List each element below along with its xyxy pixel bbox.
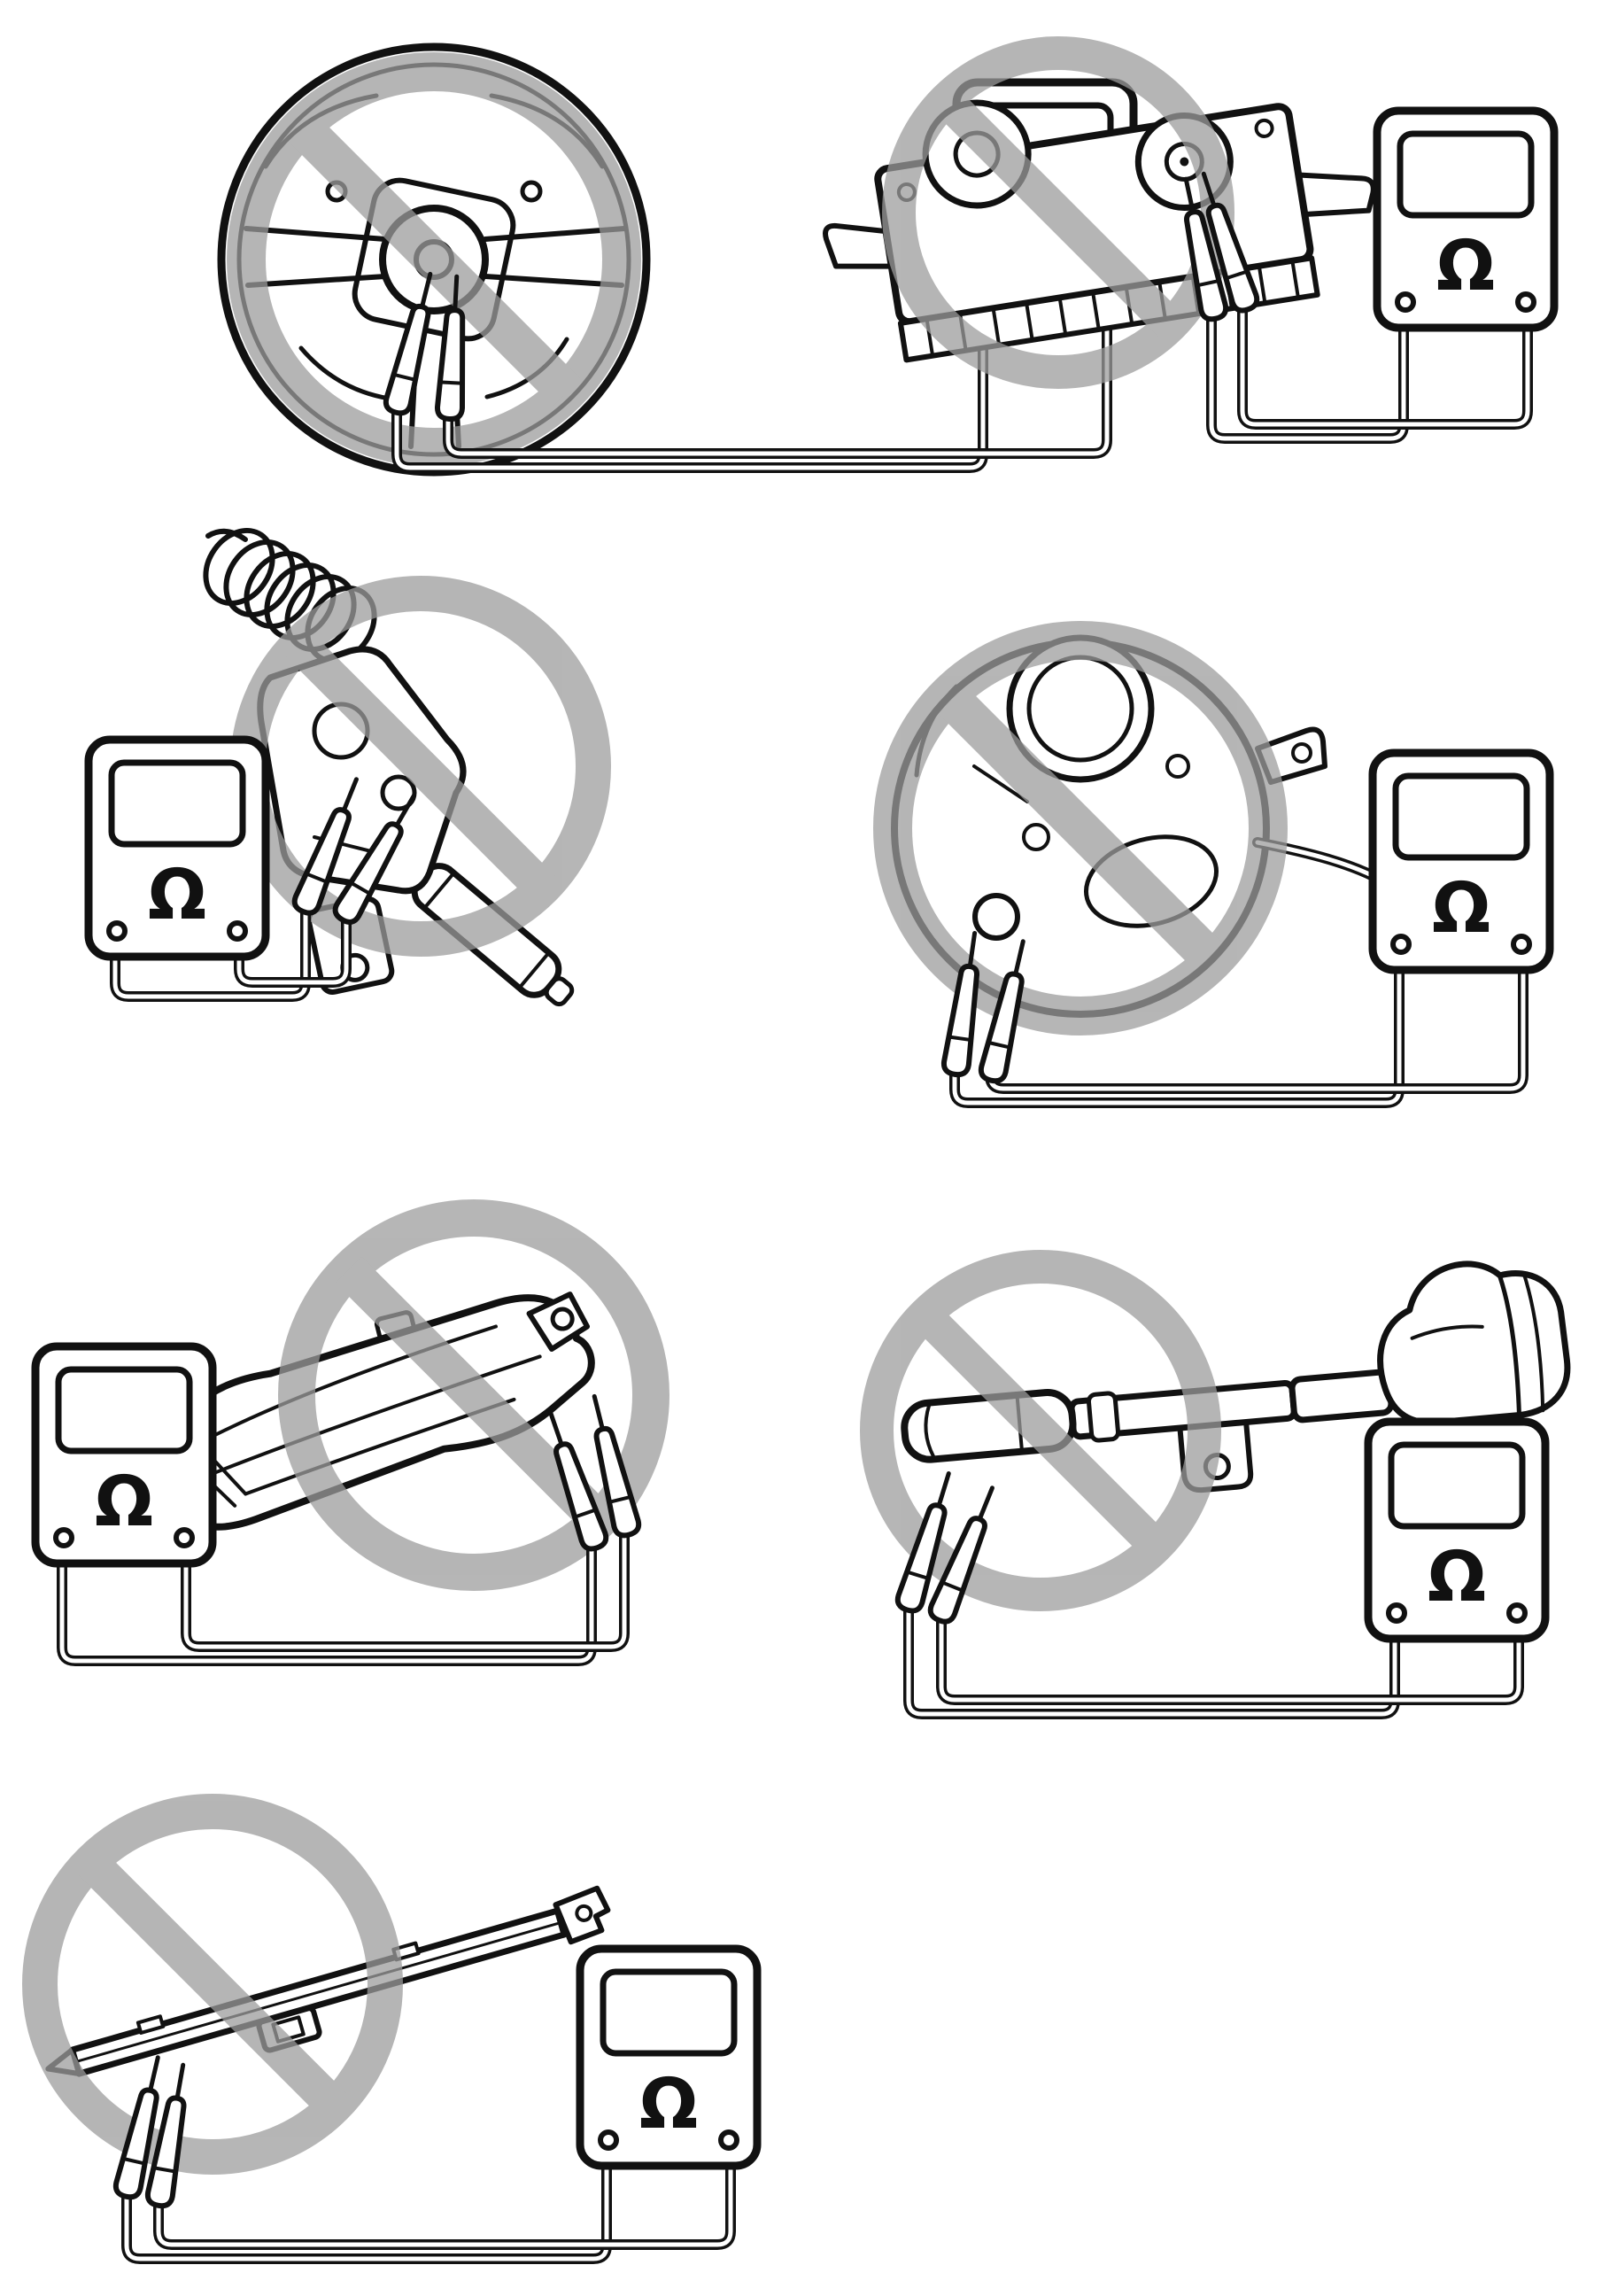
ohmmeter-icon: Ω (89, 740, 266, 957)
panel-side-airbag: Ω (13, 1129, 819, 1723)
ohmmeter-icon: Ω (1368, 1422, 1545, 1639)
no-ohmmeter-prohibition-icon (227, 52, 641, 467)
panel-driver-airbag: Ω (35, 7, 1240, 503)
panel-pretensioner-coil: Ω (49, 500, 739, 1103)
ohm-symbol: Ω (1432, 869, 1490, 949)
ohm-symbol: Ω (639, 2065, 698, 2145)
no-ohmmeter-prohibition-icon (873, 621, 1288, 1036)
no-ohmmeter-prohibition-icon (278, 1199, 669, 1591)
panel-pretensioner-hand: Ω (797, 1183, 1598, 1785)
meter-lead-wires (127, 2167, 731, 2259)
ohmmeter-icon: Ω (35, 1346, 213, 1563)
panel-inflator-assembly: Ω (797, 545, 1598, 1147)
ohmmeter-icon: Ω (580, 1949, 757, 2166)
ohm-symbol: Ω (95, 1462, 153, 1542)
ohmmeter-icon: Ω (1377, 111, 1554, 328)
ohm-symbol: Ω (1436, 227, 1495, 306)
ohmmeter-icon: Ω (1373, 753, 1550, 970)
panel-curtain-airbag: Ω (4, 1767, 828, 2294)
gloved-hand (1377, 1260, 1571, 1426)
ohm-symbol: Ω (148, 856, 206, 935)
no-ohmmeter-prohibition-icon (22, 1794, 403, 2175)
ohm-symbol: Ω (1428, 1538, 1486, 1617)
panel-passenger-airbag: Ω (797, 22, 1598, 527)
no-ohmmeter-prohibition-icon (860, 1250, 1221, 1611)
